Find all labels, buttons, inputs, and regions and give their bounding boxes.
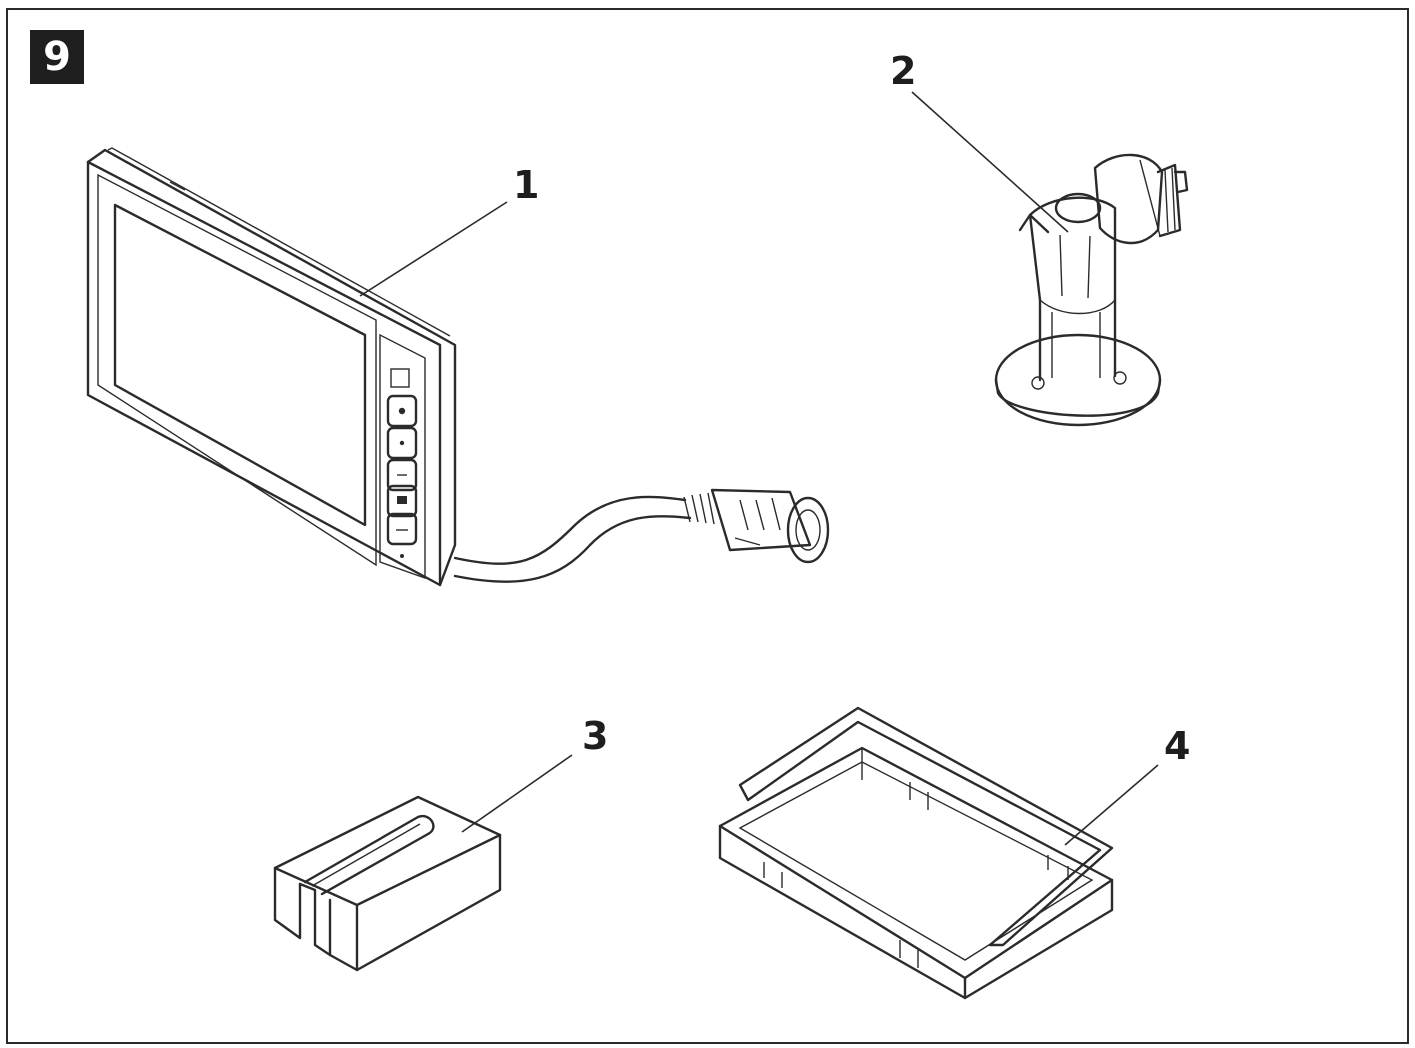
- callout-3-label: 3: [582, 714, 609, 758]
- leader-line-2: [911, 91, 1069, 233]
- callout-4-label: 4: [1164, 724, 1191, 768]
- hood-frame-drawing: [718, 706, 1114, 1000]
- leader-line-4: [1064, 764, 1159, 846]
- leader-line-1: [359, 201, 508, 297]
- callout-1-label: 1: [513, 163, 540, 207]
- spacer-block-drawing: [273, 795, 502, 972]
- callout-2-label: 2: [890, 49, 917, 93]
- leader-line-3: [461, 754, 573, 833]
- figure-number-badge: 9: [30, 30, 84, 84]
- mount-drawing: [994, 153, 1189, 427]
- monitor-drawing: [86, 147, 830, 587]
